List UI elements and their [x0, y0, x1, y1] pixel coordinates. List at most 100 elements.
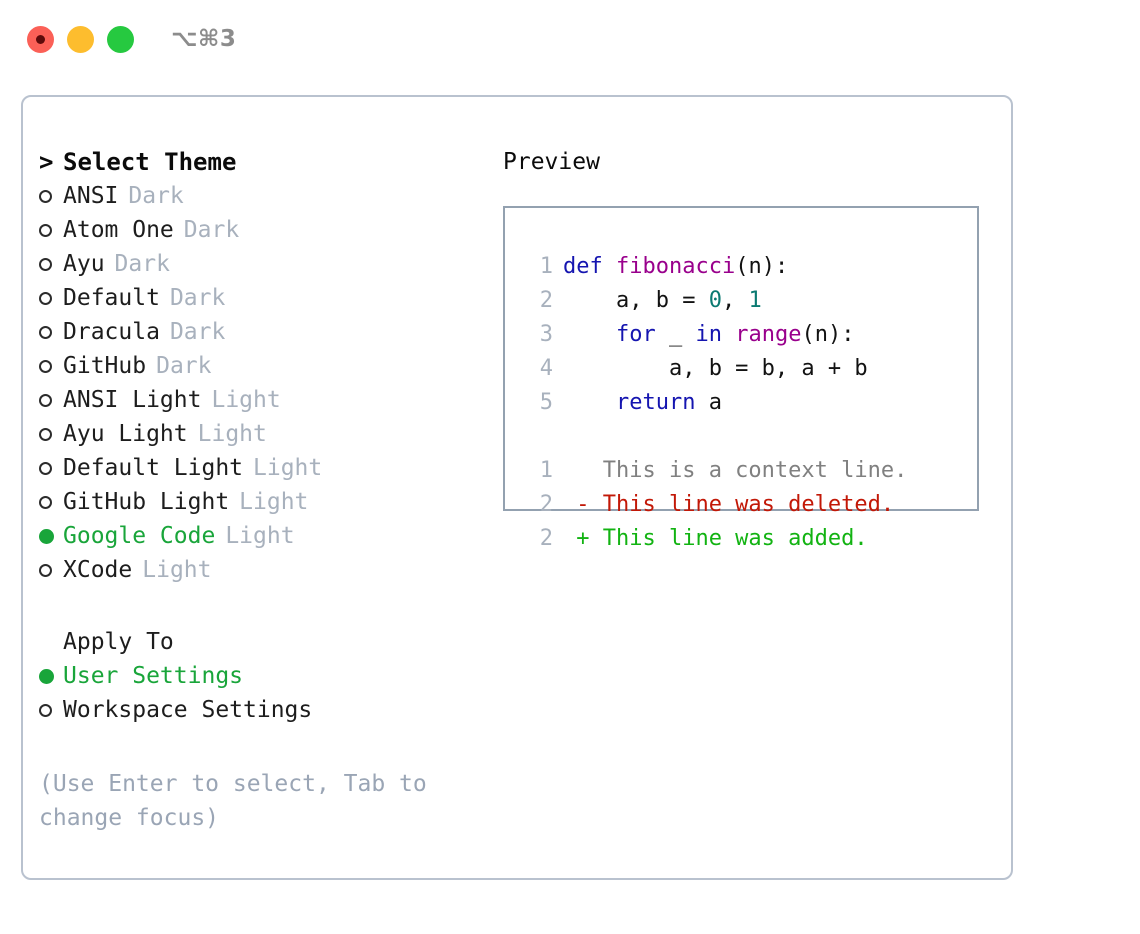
radio-unselected-icon: [39, 189, 63, 203]
keyboard-hint: (Use Enter to select, Tab to change focu…: [39, 771, 427, 831]
theme-name: XCode: [63, 557, 133, 583]
token-txt: _: [655, 322, 696, 347]
caret-icon: >: [39, 148, 54, 176]
preview-heading: Preview: [503, 149, 600, 175]
apply-to-heading: Apply To: [39, 625, 479, 659]
theme-kind-badge: Dark: [156, 353, 212, 379]
diff-sample: 1 This is a context line. 2 - This line w…: [525, 454, 977, 556]
radio-unselected-icon: [39, 495, 63, 509]
code-line: 1 def fibonacci(n):: [525, 250, 977, 284]
diff-ctx-text: This is a context line.: [563, 458, 908, 483]
theme-name: Google Code: [63, 523, 216, 549]
theme-name: Dracula: [63, 319, 160, 345]
code-text: for _ in range(n):: [563, 318, 854, 352]
theme-list-item[interactable]: XCode Light: [39, 553, 479, 587]
line-number: 1: [539, 254, 553, 279]
window-controls: [27, 25, 134, 53]
token-kw: return: [615, 390, 696, 415]
theme-list-item[interactable]: GitHub Light Light: [39, 485, 479, 519]
theme-kind-badge: Dark: [128, 183, 184, 209]
code-gap: [525, 420, 977, 454]
line-number: 4: [539, 356, 553, 381]
theme-kind-badge: Light: [239, 489, 309, 515]
code-line: 5 return a: [525, 386, 977, 420]
apply-to-option-label: User Settings: [63, 663, 244, 689]
token-num: 1: [748, 288, 762, 313]
token-txt: [722, 322, 735, 347]
line-number: 2: [539, 492, 553, 517]
token-kw: for: [615, 322, 656, 347]
diff-line: 2 + This line was added.: [525, 522, 977, 556]
radio-unselected-icon: [39, 257, 63, 271]
token-num: 0: [708, 288, 722, 313]
line-number: 2: [539, 288, 553, 313]
code-line: 3 for _ in range(n):: [525, 318, 977, 352]
maximize-button[interactable]: [107, 25, 134, 53]
theme-list-item[interactable]: GitHub Dark: [39, 349, 479, 383]
page-title: Select Theme: [63, 148, 237, 176]
apply-to-option[interactable]: Workspace Settings: [39, 693, 479, 727]
theme-kind-badge: Dark: [169, 319, 226, 345]
diff-add-text: + This line was added.: [563, 526, 868, 551]
token-pn: ,: [721, 288, 749, 313]
token-kw: def: [563, 254, 616, 279]
token-txt: [563, 390, 616, 415]
line-number: 1: [539, 458, 553, 483]
theme-kind-badge: Light: [225, 523, 295, 549]
titlebar: ⌥⌘3: [0, 0, 1140, 78]
theme-kind-badge: Dark: [114, 251, 170, 277]
radio-selected-icon: [39, 528, 63, 544]
minimize-button[interactable]: [67, 25, 94, 53]
theme-name: GitHub: [63, 353, 147, 379]
token-txt: a, b = b, a + b: [563, 356, 868, 381]
theme-kind-badge: Dark: [169, 285, 226, 311]
radio-unselected-icon: [39, 461, 63, 475]
token-kw: in: [695, 322, 722, 347]
theme-list-item[interactable]: Ayu Dark: [39, 247, 479, 281]
theme-list-item[interactable]: Default Dark: [39, 281, 479, 315]
select-theme-heading: > Select Theme: [39, 145, 479, 179]
code-text: a, b = 0, 1: [563, 284, 762, 318]
theme-name: GitHub Light: [63, 489, 230, 515]
theme-name: Ayu: [63, 251, 105, 277]
token-fn: range: [735, 322, 802, 347]
apply-to-option[interactable]: User Settings: [39, 659, 479, 693]
radio-unselected-icon: [39, 291, 63, 305]
radio-unselected-icon: [39, 393, 63, 407]
theme-list-item[interactable]: Google Code Light: [39, 519, 479, 553]
radio-unselected-icon: [39, 703, 63, 717]
token-pn: (n):: [801, 322, 855, 347]
theme-kind-badge: Light: [211, 387, 281, 413]
token-fn: fibonacci: [615, 254, 736, 279]
diff-del-text: - This line was deleted.: [563, 492, 895, 517]
theme-name: Default Light: [63, 455, 244, 481]
radio-unselected-icon: [39, 223, 63, 237]
theme-kind-badge: Light: [197, 421, 267, 447]
theme-kind-badge: Light: [142, 557, 212, 583]
code-line: 4 a, b = b, a + b: [525, 352, 977, 386]
code-line: 2 a, b = 0, 1: [525, 284, 977, 318]
theme-name: Default: [63, 285, 160, 311]
radio-selected-icon: [39, 668, 63, 684]
token-txt: a, b =: [563, 288, 709, 313]
hint-spacer: [39, 727, 479, 761]
radio-unselected-icon: [39, 359, 63, 373]
line-number: 2: [539, 526, 553, 551]
radio-unselected-icon: [39, 427, 63, 441]
theme-kind-badge: Light: [253, 455, 323, 481]
close-button[interactable]: [27, 25, 54, 53]
keyboard-shortcut-label: ⌥⌘3: [171, 26, 237, 52]
theme-list-item[interactable]: Default Light Light: [39, 451, 479, 485]
theme-list-item[interactable]: Dracula Dark: [39, 315, 479, 349]
list-spacer: [39, 587, 479, 625]
code-text: def fibonacci(n):: [563, 250, 788, 284]
